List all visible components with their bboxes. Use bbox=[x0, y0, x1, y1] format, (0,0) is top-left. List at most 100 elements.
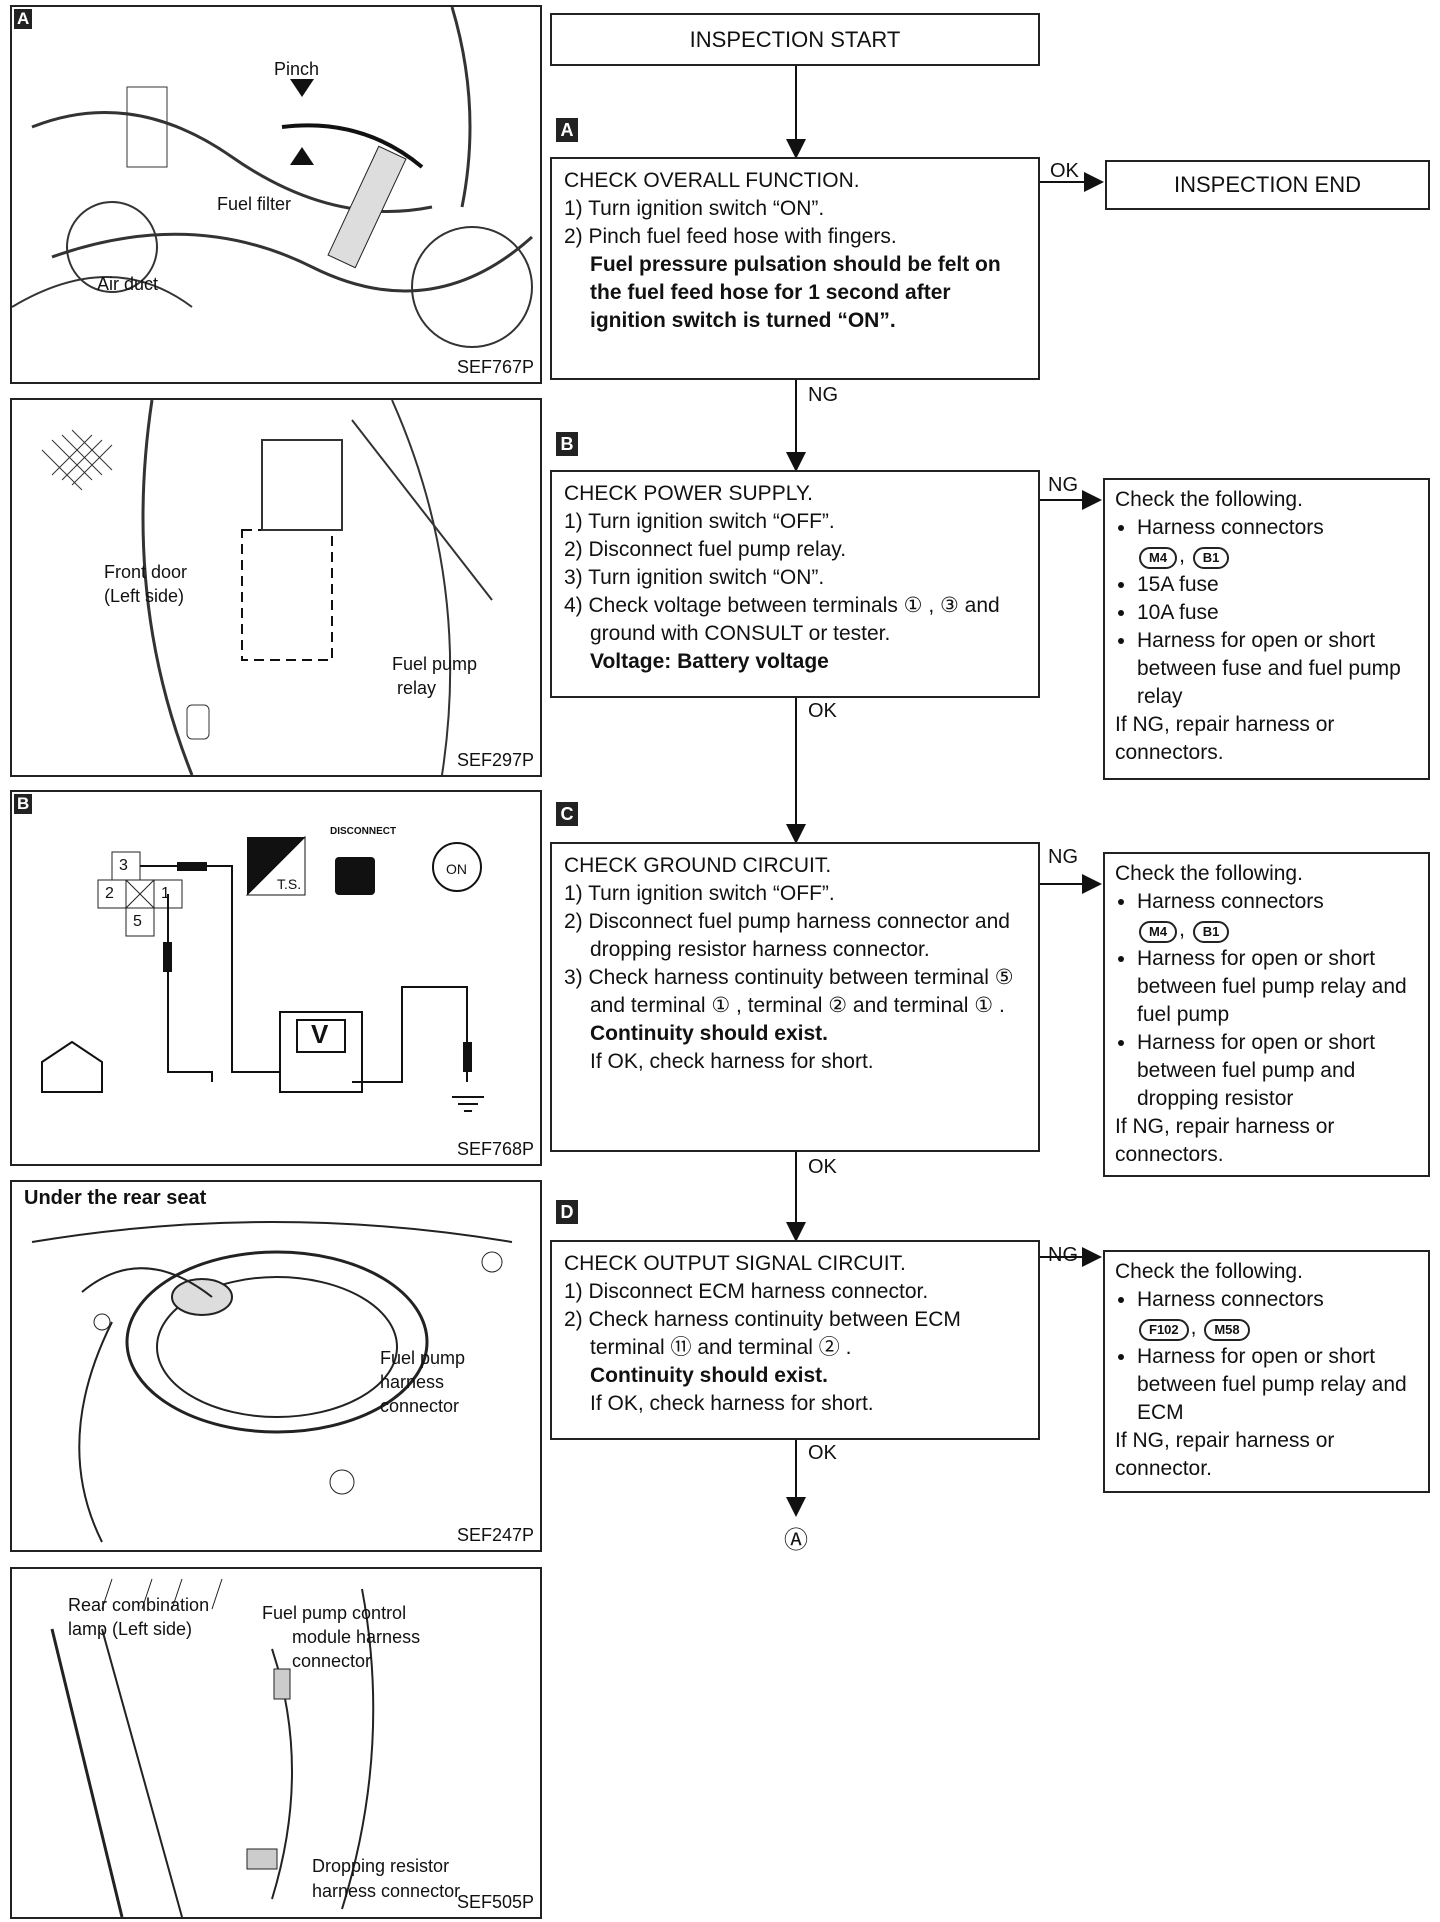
side-head: Check the following. bbox=[1115, 862, 1303, 885]
fuel-pump-harness-label-1: Fuel pump bbox=[380, 1348, 466, 1368]
side-item: Harness for open or short between fuel p… bbox=[1137, 1343, 1418, 1427]
fuel-pump-label: Fuel pump bbox=[392, 654, 478, 674]
figure-control-module: Rear combination lamp (Left side) Fuel p… bbox=[10, 1567, 542, 1919]
voltmeter-label: V bbox=[311, 1019, 329, 1049]
inspection-end: INSPECTION END bbox=[1105, 160, 1430, 210]
step-requirement: Continuity should exist. bbox=[590, 1364, 829, 1387]
connector-badge: M58 bbox=[1204, 1319, 1250, 1341]
side-box-d: Check the following. Harness connectors … bbox=[1103, 1250, 1430, 1493]
relay-label: relay bbox=[397, 678, 437, 698]
rear-lamp-label-2: lamp (Left side) bbox=[68, 1619, 193, 1639]
side-foot: If NG, repair harness or connectors. bbox=[1115, 713, 1335, 764]
side-item: 10A fuse bbox=[1137, 599, 1418, 627]
step-requirement: Voltage: Battery voltage bbox=[590, 650, 829, 673]
ok-label: OK bbox=[808, 1156, 837, 1178]
side-item: Harness connectors M4, B1 bbox=[1137, 888, 1418, 945]
step-title: CHECK OVERALL FUNCTION. bbox=[564, 169, 860, 192]
step-requirement: Continuity should exist. bbox=[590, 1022, 829, 1045]
on-label: ON bbox=[446, 861, 467, 877]
side-box-c: Check the following. Harness connectors … bbox=[1103, 852, 1430, 1177]
step-a-box: CHECK OVERALL FUNCTION. 1) Turn ignition… bbox=[550, 157, 1040, 380]
figure-code: SEF247P bbox=[456, 1525, 534, 1545]
side-foot: If NG, repair harness or connector. bbox=[1115, 1429, 1335, 1480]
figure-fuel-pump-relay: Front door (Left side) Fuel pump relay S… bbox=[10, 398, 542, 777]
side-foot: If NG, repair harness or connectors. bbox=[1115, 1115, 1335, 1166]
control-module-label-2: module harness bbox=[292, 1627, 421, 1647]
step-item: 3) Turn ignition switch “ON”. bbox=[564, 566, 825, 589]
step-item: 1) Turn ignition switch “OFF”. bbox=[564, 510, 835, 533]
step-title: CHECK OUTPUT SIGNAL CIRCUIT. bbox=[564, 1252, 906, 1275]
side-item: Harness for open or short between fuel p… bbox=[1137, 945, 1418, 1029]
ok-label: OK bbox=[1050, 160, 1079, 182]
side-head: Check the following. bbox=[1115, 1260, 1303, 1283]
side-item: Harness connectors F102, M58 bbox=[1137, 1286, 1418, 1343]
figure-rear-seat: Under the rear seat Fuel pump harness co… bbox=[10, 1180, 542, 1552]
step-item: 2) Disconnect fuel pump relay. bbox=[564, 538, 847, 561]
step-note: If OK, check harness for short. bbox=[590, 1392, 874, 1415]
ng-label: NG bbox=[808, 384, 838, 406]
connector-badge: B1 bbox=[1192, 921, 1230, 943]
figure-fuel-filter: A Pinch Fuel filter Air duct SEF767P bbox=[10, 5, 542, 384]
figure-code: SEF767P bbox=[456, 357, 534, 377]
fuel-filter-label: Fuel filter bbox=[217, 194, 292, 214]
terminal-a-marker: Ⓐ bbox=[784, 1527, 808, 1554]
figure-tag: A bbox=[14, 9, 33, 29]
connector-badge: M4 bbox=[1139, 547, 1178, 569]
voltage-check-diagram bbox=[41, 835, 484, 1112]
step-title: CHECK GROUND CIRCUIT. bbox=[564, 854, 832, 877]
front-door-label: Front door bbox=[104, 562, 188, 582]
inspection-start: INSPECTION START bbox=[550, 13, 1040, 66]
ok-label: OK bbox=[808, 700, 837, 722]
control-module-label-1: Fuel pump control bbox=[262, 1603, 407, 1623]
terminal-3-label: 3 bbox=[119, 857, 128, 874]
step-tag-d: D bbox=[556, 1200, 578, 1224]
under-rear-seat-label: Under the rear seat bbox=[24, 1187, 207, 1209]
figure-voltage-check: B DISCONNECT T.S. ON 3 2 1 5 V SEF768P bbox=[10, 790, 542, 1166]
fuel-pump-harness-label-3: connector bbox=[380, 1396, 460, 1416]
ng-label: NG bbox=[1048, 1244, 1078, 1266]
side-item: Harness for open or short between fuse a… bbox=[1137, 627, 1418, 711]
step-item: 3) Check harness continuity between term… bbox=[564, 966, 1014, 1017]
step-item: 2) Pinch fuel feed hose with fingers. bbox=[564, 225, 897, 248]
step-item: 1) Disconnect ECM harness connector. bbox=[564, 1280, 929, 1303]
control-module-illustration bbox=[50, 1578, 375, 1917]
step-item: 1) Turn ignition switch “ON”. bbox=[564, 197, 825, 220]
step-item: 1) Turn ignition switch “OFF”. bbox=[564, 882, 835, 905]
harness-connectors-label: Harness connectors bbox=[1137, 1288, 1324, 1311]
side-item: 15A fuse bbox=[1137, 571, 1418, 599]
rear-lamp-label-1: Rear combination bbox=[68, 1595, 210, 1615]
step-c-box: CHECK GROUND CIRCUIT. 1) Turn ignition s… bbox=[550, 842, 1040, 1152]
step-d-box: CHECK OUTPUT SIGNAL CIRCUIT. 1) Disconne… bbox=[550, 1240, 1040, 1440]
air-duct-label: Air duct bbox=[97, 274, 159, 294]
connector-badge: B1 bbox=[1192, 547, 1230, 569]
left-side-label: (Left side) bbox=[104, 586, 185, 606]
terminal-5-label: 5 bbox=[133, 913, 142, 930]
ts-label: T.S. bbox=[277, 876, 302, 892]
step-item: 4) Check voltage between terminals ① , ③… bbox=[564, 594, 1000, 645]
fuel-filter-illustration bbox=[12, 7, 534, 348]
side-item: Harness connectors M4, B1 bbox=[1137, 514, 1418, 571]
disconnect-label: DISCONNECT bbox=[330, 826, 397, 837]
ok-label: OK bbox=[808, 1442, 837, 1464]
step-item: 2) Disconnect fuel pump harness connecto… bbox=[564, 910, 1010, 961]
connector-badge: F102 bbox=[1139, 1319, 1189, 1341]
figure-tag: B bbox=[14, 794, 33, 814]
ng-label: NG bbox=[1048, 474, 1078, 496]
step-note: If OK, check harness for short. bbox=[590, 1050, 874, 1073]
step-item: 2) Check harness continuity between ECM … bbox=[564, 1308, 961, 1359]
fuel-pump-harness-label-2: harness bbox=[380, 1372, 445, 1392]
figure-code: SEF505P bbox=[456, 1892, 534, 1912]
terminal-2-label: 2 bbox=[105, 885, 114, 902]
dropping-resistor-label-2: harness connector bbox=[312, 1881, 461, 1901]
step-requirement: Fuel pressure pulsation should be felt o… bbox=[590, 253, 1001, 332]
step-title: CHECK POWER SUPPLY. bbox=[564, 482, 813, 505]
control-module-label-3: connector bbox=[292, 1651, 372, 1671]
figure-code: SEF768P bbox=[456, 1139, 534, 1159]
step-b-box: CHECK POWER SUPPLY. 1) Turn ignition swi… bbox=[550, 470, 1040, 698]
terminal-1-label: 1 bbox=[161, 885, 170, 902]
ng-label: NG bbox=[1048, 846, 1078, 868]
connector-badge: M4 bbox=[1139, 921, 1178, 943]
pinch-label: Pinch bbox=[274, 59, 320, 79]
relay-location-illustration bbox=[41, 400, 493, 775]
